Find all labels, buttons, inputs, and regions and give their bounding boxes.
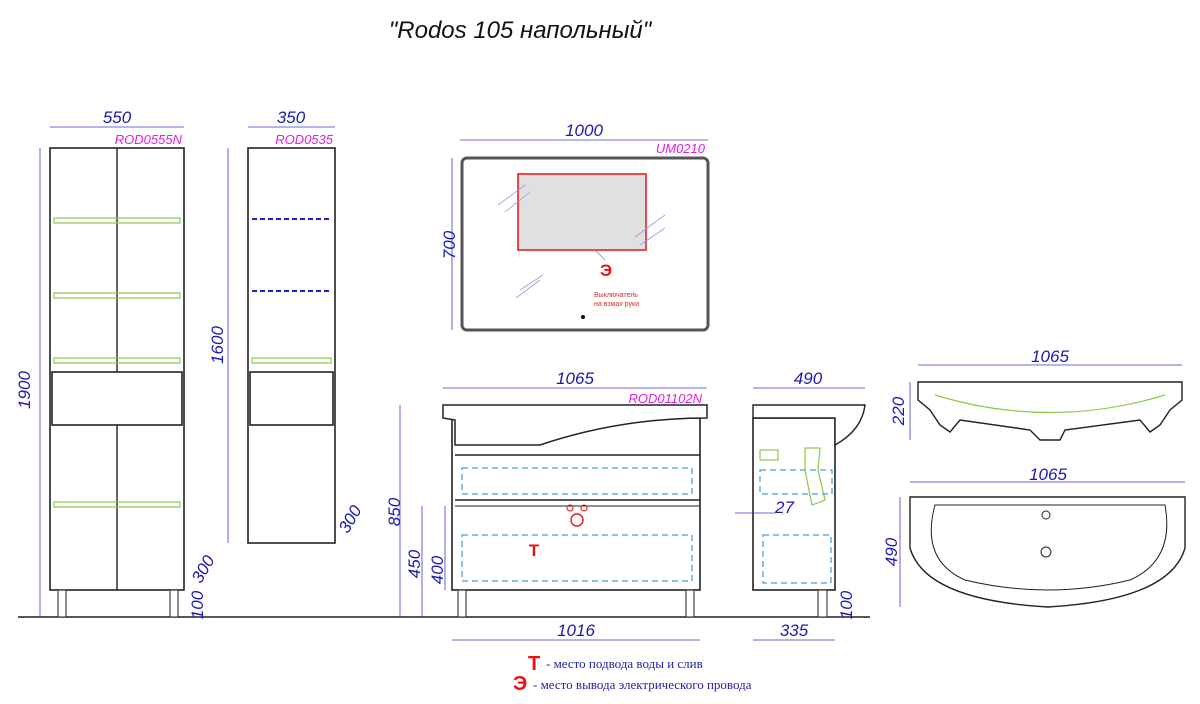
narrow-height: 1600 — [208, 326, 227, 364]
mirror: 1000 UM0210 Э Выключатель на взмах руки … — [440, 121, 710, 332]
switch-icon — [581, 315, 585, 319]
tall-code: ROD0555N — [115, 132, 183, 147]
side-base-depth: 335 — [780, 621, 809, 640]
mirror-height: 700 — [440, 230, 459, 259]
mirror-code: UM0210 — [656, 141, 706, 156]
vanity-width: 1065 — [556, 369, 594, 388]
basin-front-height: 220 — [889, 396, 908, 426]
narrow-width: 350 — [277, 108, 306, 127]
mirror-electric-marker: Э — [600, 261, 612, 280]
basin-front: 1065 220 — [889, 347, 1183, 441]
narrow-code: ROD0535 — [275, 132, 334, 147]
pipe-height: 450 — [405, 549, 424, 578]
narrow-cabinet: 350 ROD0535 1600 300 — [208, 108, 366, 544]
vanity-water-marker: Т — [529, 541, 540, 560]
tall-offset: 300 — [188, 552, 219, 587]
legend-electric-text: - место вывода электрического провода — [533, 677, 752, 692]
side-depth: 490 — [794, 369, 823, 388]
tall-height: 1900 — [15, 371, 34, 409]
inner-height: 400 — [428, 555, 447, 584]
basin-top: 1065 490 — [882, 465, 1186, 608]
vanity-code: ROD01102N — [629, 391, 703, 406]
vanity-height: 850 — [385, 497, 404, 526]
switch-note-2: на взмах руки — [594, 301, 639, 308]
basin-top-width: 1065 — [1029, 465, 1067, 484]
tall-width: 550 — [103, 108, 132, 127]
legend-water-symbol: Т — [528, 653, 540, 675]
legend-water-text: - место подвода воды и слив — [546, 656, 703, 671]
basin-top-depth: 490 — [882, 537, 901, 566]
legend-electric-symbol: Э — [513, 673, 527, 695]
narrow-offset: 300 — [335, 502, 366, 537]
side-offset: 27 — [774, 498, 794, 517]
switch-note-1: Выключатель — [594, 292, 638, 299]
base-width: 1016 — [557, 621, 595, 640]
vanity-side: 490 27 335 100 — [735, 369, 866, 641]
basin-front-width: 1065 — [1031, 347, 1069, 366]
mirror-width: 1000 — [565, 121, 603, 140]
legend: Т - место подвода воды и слив Э - место … — [513, 653, 752, 695]
drawing-title: "Rodos 105 напольный" — [389, 17, 653, 44]
side-leg: 100 — [837, 590, 856, 619]
tall-cabinet: 550 ROD0555N 1900 300 100 — [15, 108, 219, 619]
vanity-front: 1065 ROD01102N Т 850 450 400 1016 — [385, 369, 708, 641]
tall-leg: 100 — [188, 590, 207, 619]
